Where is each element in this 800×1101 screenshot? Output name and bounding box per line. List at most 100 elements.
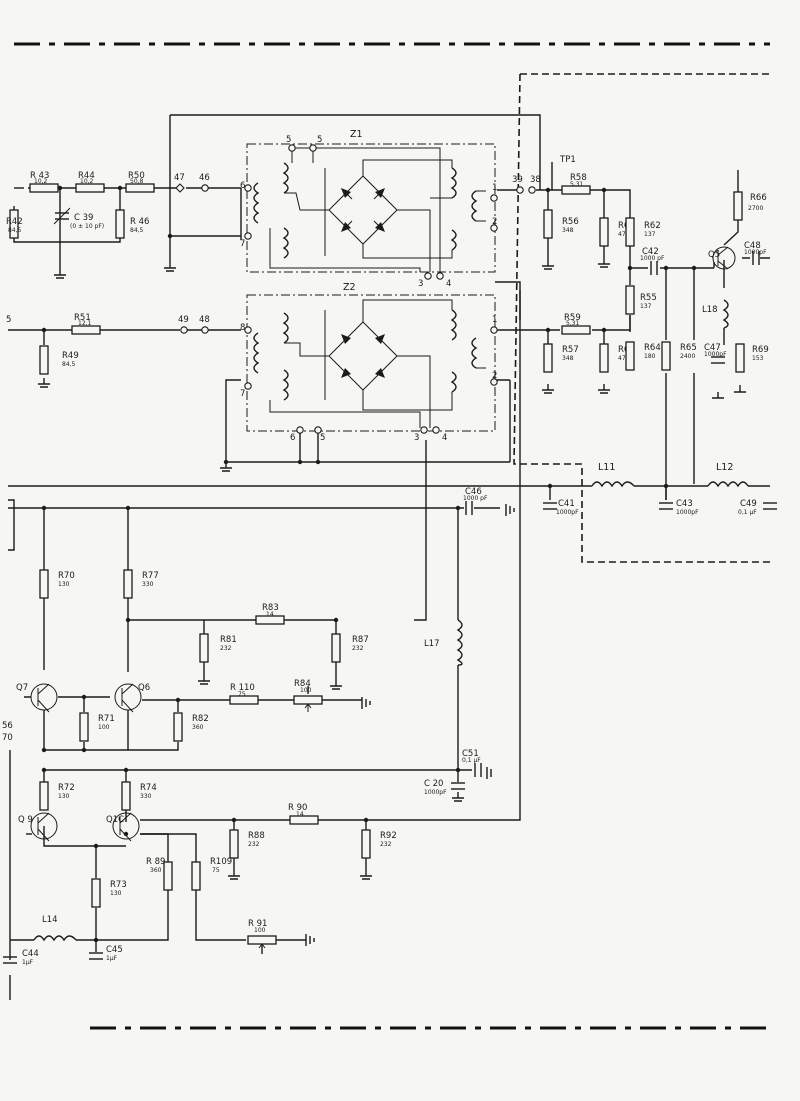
junction-dot xyxy=(691,265,697,271)
tp1-label: TP1 xyxy=(559,155,576,165)
transistor-q7: Q7 xyxy=(16,683,58,713)
junction-dot xyxy=(601,187,607,193)
terminal-z1_p3: 3 xyxy=(418,272,432,289)
terminal-z1_p5a: 5 xyxy=(286,135,296,152)
l18-label: L18 xyxy=(702,305,718,315)
r91-name: R 91 xyxy=(248,919,267,929)
junction-dot xyxy=(663,483,669,489)
terminal-t5: 5 xyxy=(6,315,11,325)
junction-dot xyxy=(455,505,461,511)
r77-name: R77 xyxy=(142,571,159,581)
z1-label: Z1 xyxy=(350,129,363,140)
r69-name: R69 xyxy=(752,345,769,355)
r42-name: R42 xyxy=(6,217,23,227)
terminal-z2_p4: 4 xyxy=(432,426,447,443)
c45-name: C45 xyxy=(106,945,123,955)
junction-dot xyxy=(125,505,131,511)
junction-dot xyxy=(627,265,633,271)
r89-name: R 89 xyxy=(146,857,165,867)
c44-value: 1µF xyxy=(22,959,34,966)
r51-name: R51 xyxy=(74,313,91,323)
shield-boundary xyxy=(513,73,770,563)
terminal-z2_p8: 8 xyxy=(240,323,252,334)
c39-name: C 39 xyxy=(74,213,93,223)
junction-dot xyxy=(167,233,173,239)
l11-label: L11 xyxy=(598,462,615,473)
r62-value: 137 xyxy=(644,231,656,238)
c47-name: C47 xyxy=(704,343,721,353)
r70-value: 130 xyxy=(58,581,70,588)
terminal-z2_p1: 1 xyxy=(490,315,498,334)
r87-name: R87 xyxy=(352,635,369,645)
inductor-l11-coil xyxy=(591,481,635,488)
r90-name: R 90 xyxy=(288,803,307,813)
z2_p8-label: 8 xyxy=(240,323,245,333)
c49-value: 0,1 µF xyxy=(738,509,757,516)
r88-value: 232 xyxy=(248,841,260,848)
r83-name: R83 xyxy=(262,603,279,613)
c42-name: C42 xyxy=(642,247,659,257)
r92-value: 232 xyxy=(380,841,392,848)
junction-dot xyxy=(663,265,669,271)
r109-value: 75 xyxy=(212,867,220,874)
q6-label: Q6 xyxy=(138,683,150,693)
r81-value: 232 xyxy=(220,645,232,652)
z2-box xyxy=(246,294,496,432)
transistor-q9: Q 9 xyxy=(18,812,58,842)
junction-dot xyxy=(363,817,369,823)
r55-value: 137 xyxy=(640,303,652,310)
junction-dot xyxy=(315,459,321,465)
inductor-l17-coil xyxy=(456,619,463,666)
r81-name: R81 xyxy=(220,635,237,645)
inductor-l14-coil xyxy=(33,935,77,942)
r70-name: R70 xyxy=(58,571,75,581)
edge-label-70: 70 xyxy=(2,733,13,743)
c48-name: C48 xyxy=(744,241,761,251)
r46-value: 84,5 xyxy=(130,227,144,234)
r92-name: R92 xyxy=(380,831,397,841)
z1_p5b-label: 5 xyxy=(317,135,322,145)
r44-name: R44 xyxy=(78,171,95,181)
c51-value: 0,1 µF xyxy=(462,757,481,764)
r61-value: 475 xyxy=(618,355,630,362)
r56-value: 348 xyxy=(562,227,574,234)
r84-value: 100 xyxy=(300,687,312,694)
junction-dot xyxy=(175,697,181,703)
r44-value: 10,2 xyxy=(80,178,94,185)
t38-label: 38 xyxy=(530,175,541,185)
junction-dot xyxy=(231,817,237,823)
z2_p6-label: 6 xyxy=(290,433,295,443)
junction-dot xyxy=(93,843,99,849)
z2-label: Z2 xyxy=(343,282,356,293)
c42-value: 1000 pF xyxy=(640,255,665,262)
junction-dot xyxy=(333,617,339,623)
terminal-t46: 46 xyxy=(199,173,210,192)
c43-name: C43 xyxy=(676,499,693,509)
r71-value: 100 xyxy=(98,724,110,731)
r91-value: 100 xyxy=(254,927,266,934)
t39-label: 39 xyxy=(512,175,523,185)
z2_p2-label: 2 xyxy=(492,371,497,381)
z2_p7-label: 7 xyxy=(240,389,245,399)
l12-label: L12 xyxy=(716,462,733,473)
q7-label: Q7 xyxy=(16,683,28,693)
r55-name: R55 xyxy=(640,293,657,303)
r64-value: 180 xyxy=(644,353,656,360)
junction-dot xyxy=(223,459,229,465)
